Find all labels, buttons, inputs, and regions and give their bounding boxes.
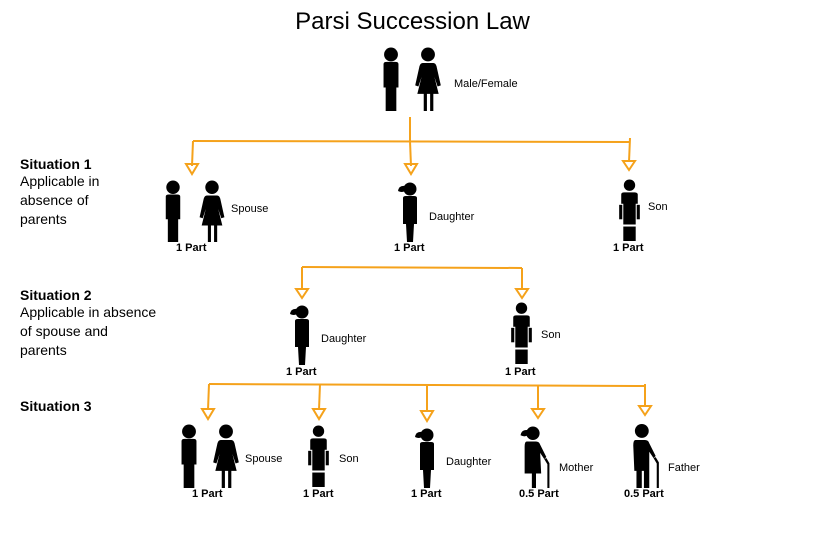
situation-2-desc-line: of spouse and [20,323,108,339]
arrow-s2-son [514,288,530,300]
s1-spouse-share: 1 Part [176,242,207,254]
connector-s1-son [628,137,631,163]
situation-3-text: Situation 3 [20,398,92,414]
s2-daughter-label: Daughter [321,333,367,345]
s1-spouse-label: Spouse [231,203,269,215]
s1-daughter-share: 1 Part [394,242,425,254]
situation-1-desc-line: parents [20,211,67,227]
s3-spouse-label: Spouse [245,453,283,465]
situation-2-desc-line: parents [20,342,67,358]
situation-1-desc-line: Applicable in [20,173,100,189]
situation-2-text: Situation 2 Applicable in absence of spo… [20,287,156,360]
s3-father-share: 0.5 Part [624,488,664,500]
arrow-s3-daughter [419,410,435,423]
situation-3-heading: Situation 3 [20,398,92,414]
daughter-icon [413,428,439,488]
wife-icon [198,180,226,242]
s3-mother-label: Mother [559,462,594,474]
connector-situation2-bar [301,266,523,269]
s3-father-label: Father [668,462,700,474]
page-title: Parsi Succession Law [295,8,530,35]
daughter-icon [288,305,314,365]
arrow-s1-daughter [403,163,419,176]
s1-son-label: Son [648,201,668,213]
daughter-icon [396,182,422,242]
son-icon [617,179,642,241]
arrow-s1-spouse [184,163,200,176]
situation-1-text: Situation 1 Applicable in absence of par… [20,156,99,229]
son-icon [509,302,534,364]
arrow-s1-son [621,160,637,172]
s3-daughter-label: Daughter [446,456,492,468]
connector-s3-son [318,383,321,411]
s3-daughter-share: 1 Part [411,488,442,500]
elderly-woman-icon [520,426,552,488]
root-label: Male/Female [454,78,518,90]
s1-son-share: 1 Part [613,242,644,254]
elderly-man-icon [629,424,661,488]
situation-1-heading: Situation 1 [20,156,92,172]
s2-son-label: Son [541,329,561,341]
husband-icon [178,424,200,488]
arrow-s3-spouse [200,408,216,421]
connector-s1-daughter [409,140,412,167]
s2-daughter-share: 1 Part [286,366,317,378]
connector-situation3-bar [208,383,647,387]
son-icon [306,425,331,487]
arrow-s2-daughter [294,288,310,300]
connector-situation1-bar [192,140,631,143]
male-icon [380,47,402,111]
s2-son-share: 1 Part [505,366,536,378]
husband-icon [162,180,184,242]
arrow-s3-son [311,408,327,421]
connector-s1-spouse [191,140,194,167]
s3-son-share: 1 Part [303,488,334,500]
s1-daughter-label: Daughter [429,211,475,223]
female-icon [414,47,442,111]
arrow-s3-father [637,405,653,417]
wife-icon [212,424,240,488]
situation-2-desc-line: Applicable in absence [20,304,157,320]
arrow-s3-mother [530,408,546,420]
situation-1-desc-line: absence of [20,192,89,208]
situation-2-heading: Situation 2 [20,287,92,303]
s3-spouse-share: 1 Part [192,488,223,500]
s3-mother-share: 0.5 Part [519,488,559,500]
connector-s3-spouse [207,383,210,411]
s3-son-label: Son [339,453,359,465]
